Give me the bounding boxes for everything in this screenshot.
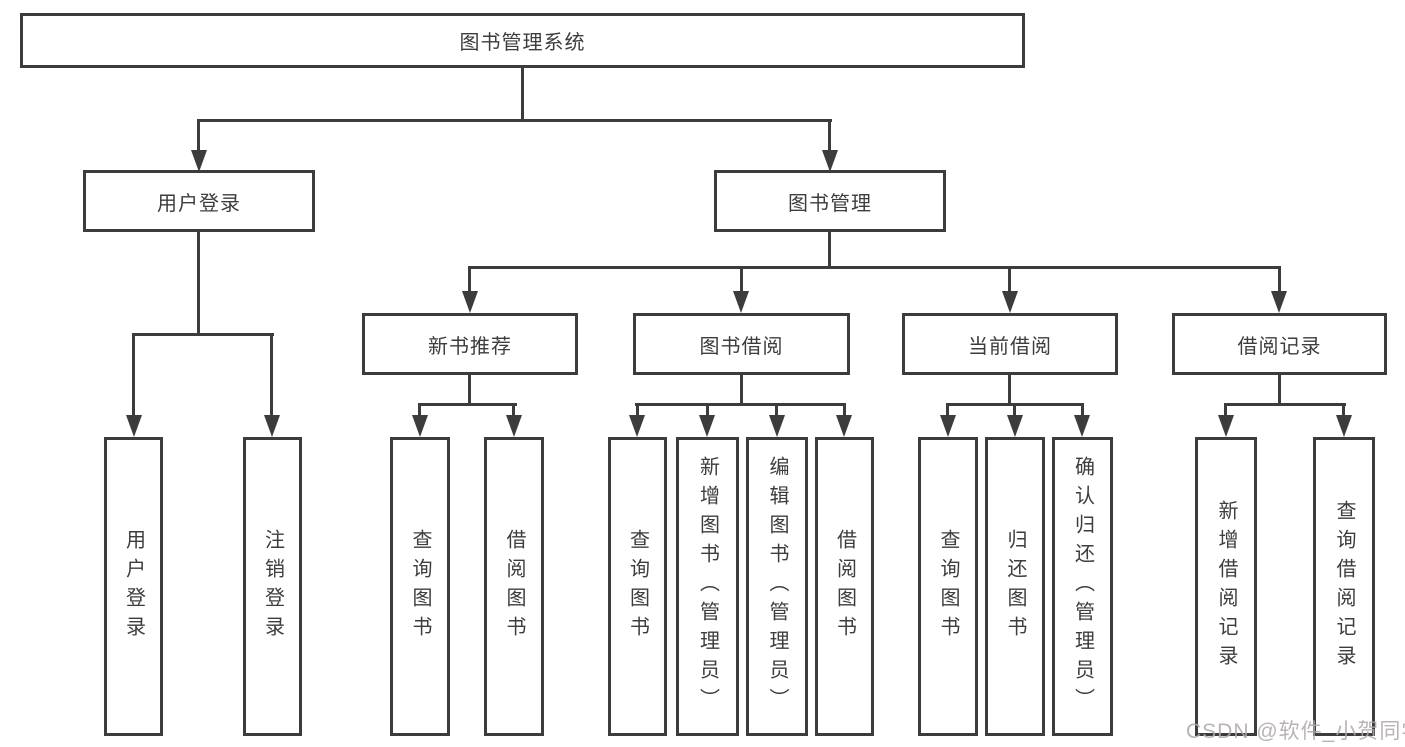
connector-line bbox=[740, 269, 743, 292]
connector-line bbox=[132, 336, 135, 416]
leaf-label: 查询图书 bbox=[937, 528, 959, 645]
connector-line bbox=[828, 122, 831, 150]
arrowhead-down-icon bbox=[733, 291, 749, 313]
node-label: 图书管理 bbox=[788, 192, 872, 215]
arrowhead-down-icon bbox=[940, 415, 956, 437]
leaf-label: 编辑图书（管理员） bbox=[766, 456, 788, 717]
node-label: 图书借阅 bbox=[699, 335, 784, 358]
leaf-query-borrow-record: 查询借阅记录 bbox=[1313, 437, 1375, 736]
node-library-management-system: 图书管理系统 bbox=[20, 13, 1025, 68]
connector-line bbox=[197, 122, 200, 150]
arrowhead-down-icon bbox=[1002, 291, 1018, 313]
node-new-book-recommendation: 新书推荐 bbox=[362, 313, 578, 375]
arrowhead-down-icon bbox=[1007, 415, 1023, 437]
node-label: 新书推荐 bbox=[428, 335, 512, 358]
connector-line bbox=[1342, 406, 1345, 418]
arrowhead-down-icon bbox=[822, 150, 838, 172]
connector-line bbox=[1013, 406, 1016, 418]
connector-line bbox=[468, 269, 471, 292]
connector-line bbox=[512, 406, 515, 418]
node-current-borrowing: 当前借阅 bbox=[902, 313, 1118, 375]
node-borrowing-records: 借阅记录 bbox=[1172, 313, 1387, 375]
connector-line bbox=[132, 333, 274, 336]
node-label: 借阅记录 bbox=[1237, 335, 1322, 358]
leaf-label: 归还图书 bbox=[1004, 528, 1026, 645]
connector-line bbox=[1008, 269, 1011, 292]
connector-line bbox=[1081, 406, 1084, 418]
connector-line bbox=[270, 336, 273, 416]
arrowhead-down-icon bbox=[264, 415, 280, 437]
leaf-label: 新增借阅记录 bbox=[1215, 499, 1237, 674]
connector-line bbox=[946, 403, 1084, 406]
leaf-return-book: 归还图书 bbox=[985, 437, 1045, 736]
leaf-label: 借阅图书 bbox=[833, 528, 856, 645]
connector-line bbox=[1278, 375, 1281, 405]
leaf-user-login: 用户登录 bbox=[104, 437, 163, 736]
arrowhead-down-icon bbox=[1074, 415, 1090, 437]
connector-line bbox=[775, 406, 778, 418]
leaf-label: 新增图书（管理员） bbox=[696, 456, 719, 717]
leaf-borrow-book: 借阅图书 bbox=[484, 437, 544, 736]
arrowhead-down-icon bbox=[769, 415, 785, 437]
leaf-query-book: 查询图书 bbox=[918, 437, 978, 736]
connector-line bbox=[1224, 406, 1227, 418]
leaf-confirm-return-admin: 确认归还（管理员） bbox=[1052, 437, 1113, 736]
arrowhead-down-icon bbox=[412, 415, 428, 437]
connector-line bbox=[418, 406, 421, 418]
connector-line bbox=[636, 406, 639, 418]
connector-line bbox=[418, 403, 517, 406]
node-user-login: 用户登录 bbox=[83, 170, 315, 232]
node-label: 图书管理系统 bbox=[459, 32, 586, 54]
connector-line bbox=[1224, 403, 1346, 406]
leaf-label: 注销登录 bbox=[261, 528, 284, 645]
leaf-query-book: 查询图书 bbox=[390, 437, 450, 736]
leaf-label: 用户登录 bbox=[122, 528, 145, 645]
arrowhead-down-icon bbox=[836, 415, 852, 437]
connector-line bbox=[197, 119, 832, 122]
arrowhead-down-icon bbox=[699, 415, 715, 437]
connector-line bbox=[843, 406, 846, 418]
connector-line bbox=[635, 403, 846, 406]
leaf-add-borrow-record: 新增借阅记录 bbox=[1195, 437, 1257, 736]
leaf-label: 查询图书 bbox=[626, 528, 649, 645]
connector-line bbox=[740, 375, 743, 405]
connector-line bbox=[946, 406, 949, 418]
arrowhead-down-icon bbox=[506, 415, 522, 437]
leaf-label: 查询借阅记录 bbox=[1333, 499, 1355, 674]
arrowhead-down-icon bbox=[126, 415, 142, 437]
arrowhead-down-icon bbox=[191, 150, 207, 172]
node-label: 用户登录 bbox=[157, 192, 241, 215]
node-book-management: 图书管理 bbox=[714, 170, 946, 232]
connector-line bbox=[828, 232, 831, 266]
leaf-logout: 注销登录 bbox=[243, 437, 302, 736]
connector-line bbox=[468, 266, 1281, 269]
leaf-label: 确认归还（管理员） bbox=[1071, 456, 1094, 717]
arrowhead-down-icon bbox=[1218, 415, 1234, 437]
node-book-borrowing: 图书借阅 bbox=[633, 313, 850, 375]
arrowhead-down-icon bbox=[1336, 415, 1352, 437]
leaf-label: 查询图书 bbox=[409, 528, 431, 645]
connector-line bbox=[521, 68, 524, 119]
arrowhead-down-icon bbox=[629, 415, 645, 437]
csdn-watermark: CSDN @软件_小贺同学 bbox=[1186, 720, 1405, 743]
leaf-add-book-admin: 新增图书（管理员） bbox=[676, 437, 739, 736]
connector-line bbox=[706, 406, 709, 418]
leaf-label: 借阅图书 bbox=[503, 528, 525, 645]
node-label: 当前借阅 bbox=[968, 335, 1052, 358]
connector-line bbox=[197, 232, 200, 335]
leaf-borrow-book: 借阅图书 bbox=[815, 437, 874, 736]
connector-line bbox=[1008, 375, 1011, 405]
arrowhead-down-icon bbox=[462, 291, 478, 313]
arrowhead-down-icon bbox=[1271, 291, 1287, 313]
connector-line bbox=[468, 375, 471, 405]
leaf-query-book: 查询图书 bbox=[608, 437, 667, 736]
connector-line bbox=[1278, 269, 1281, 292]
leaf-edit-book-admin: 编辑图书（管理员） bbox=[746, 437, 808, 736]
